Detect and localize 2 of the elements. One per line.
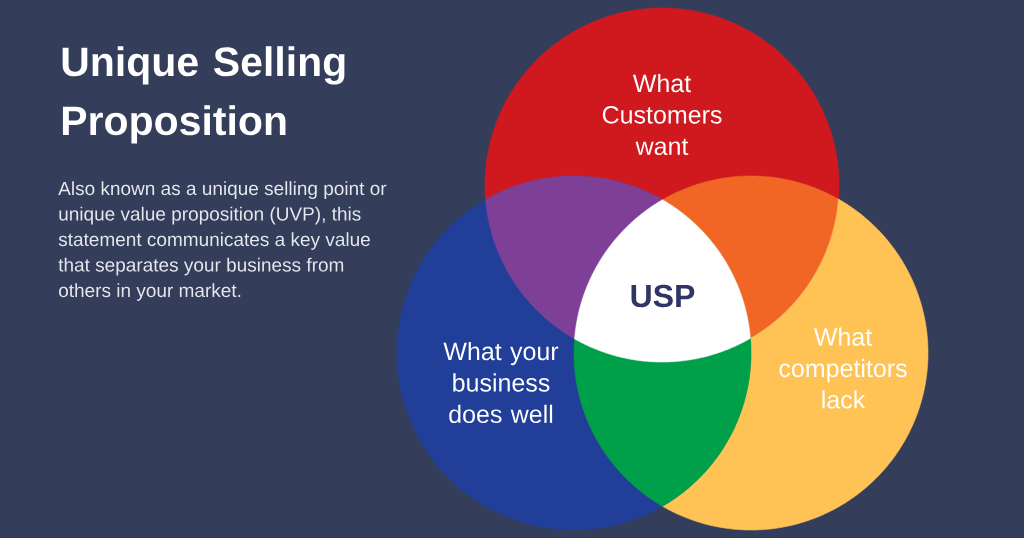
title: Unique Selling Proposition xyxy=(62,46,345,144)
usp-region: USP xyxy=(574,199,751,363)
